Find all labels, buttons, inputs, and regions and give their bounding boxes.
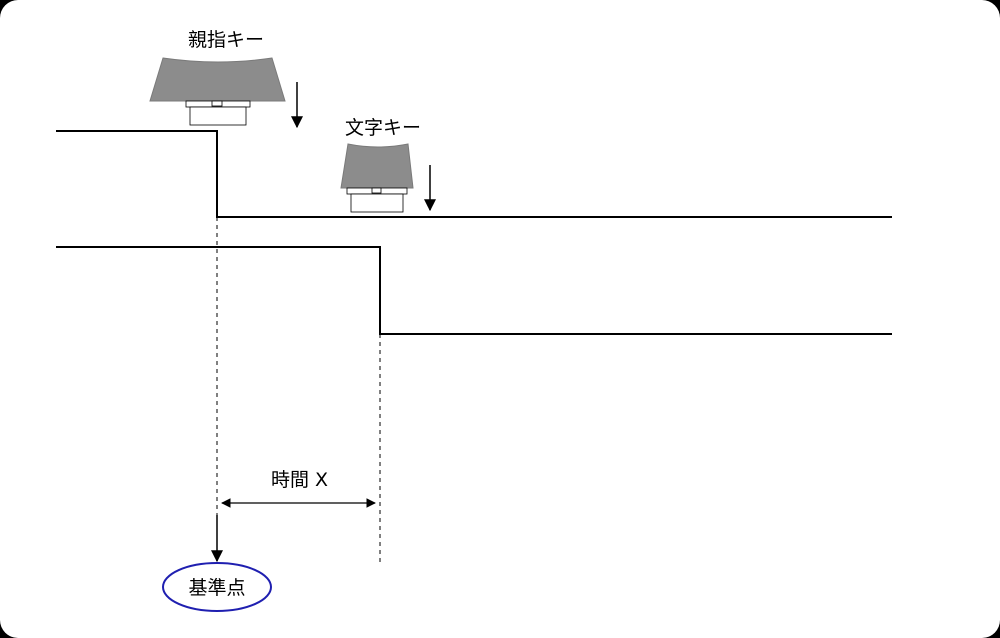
- reference-point-ellipse: [162, 562, 272, 612]
- char-key-icon: [340, 143, 414, 213]
- time-interval-label: 時間 X: [271, 469, 328, 491]
- thumb-key-signal: [56, 130, 892, 218]
- thumb-key-label: 親指キー: [188, 29, 264, 51]
- reference-point-label: 基準点: [188, 577, 245, 599]
- char-key-signal: [56, 246, 892, 335]
- thumb-key-icon: [149, 57, 286, 126]
- char-key-label: 文字キー: [345, 117, 421, 139]
